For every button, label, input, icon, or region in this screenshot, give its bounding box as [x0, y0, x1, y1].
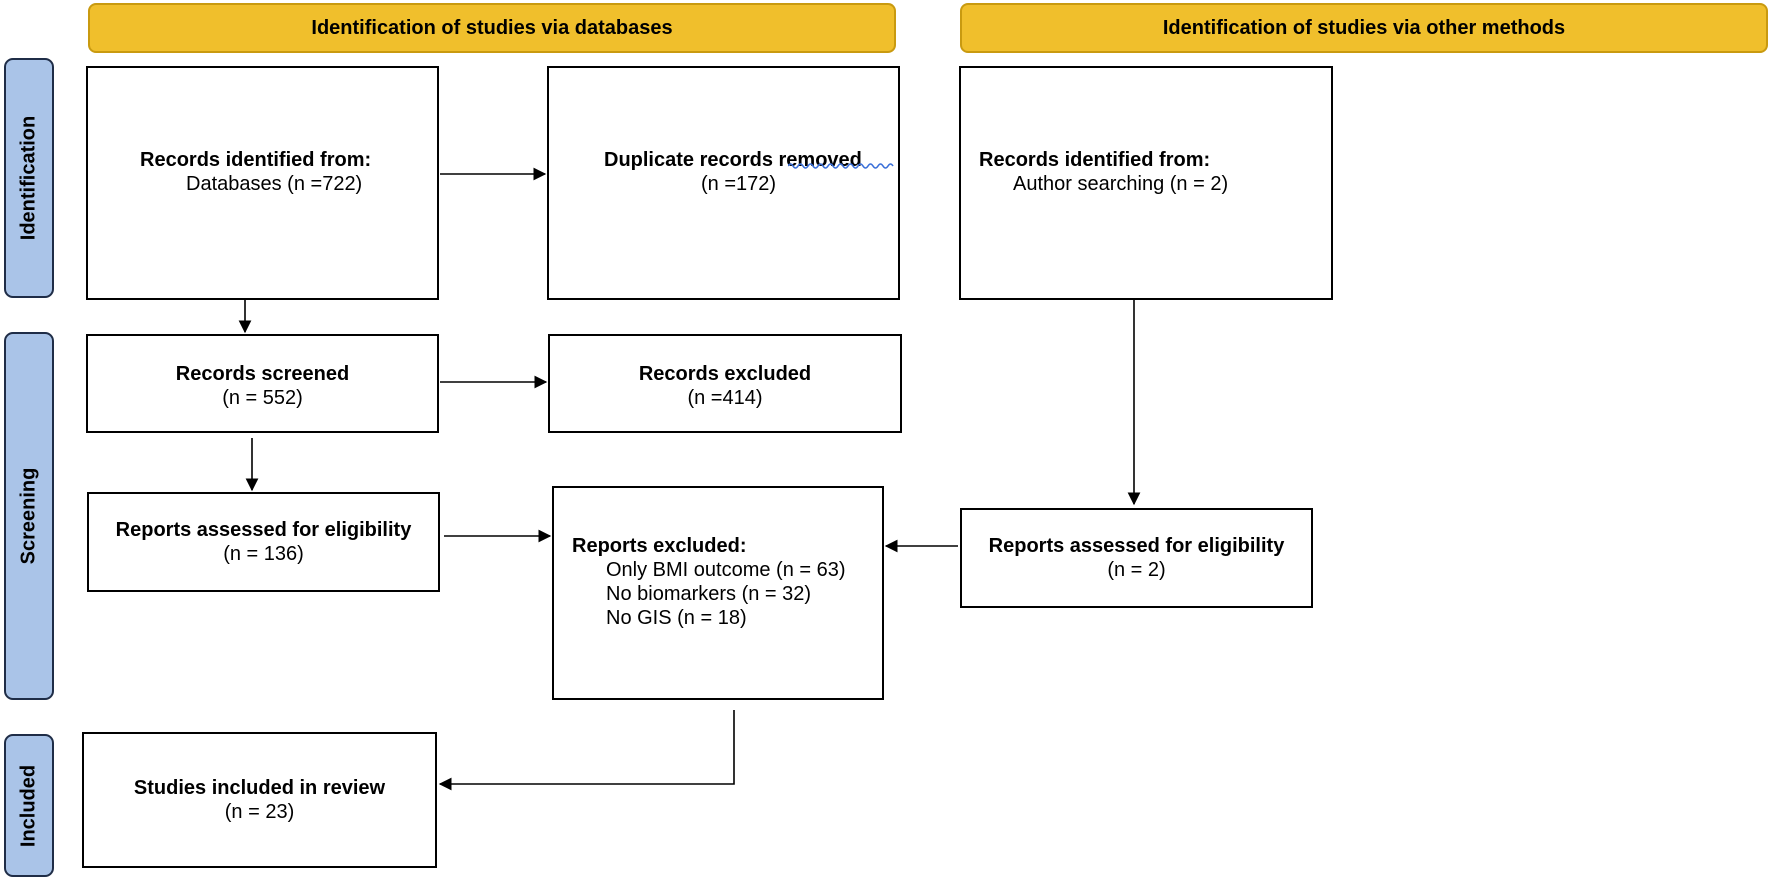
box-duplicates-removed: Duplicate records removed (n =172): [547, 66, 900, 300]
records-screened-title: Records screened: [175, 363, 350, 385]
other-identified-detail: Author searching (n = 2): [1013, 173, 1229, 195]
box-reports-excluded: Reports excluded: Only BMI outcome (n = …: [552, 486, 884, 700]
header-other-label: Identification of studies via other meth…: [1162, 16, 1566, 39]
phase-screening: Screening: [4, 332, 54, 700]
header-databases-label: Identification of studies via databases: [311, 16, 673, 39]
arrow-excluded-to-included: [438, 710, 735, 791]
exclusion-reason: No GIS (n = 18): [606, 607, 747, 629]
studies-included-detail: (n = 23): [224, 801, 295, 823]
spellcheck-squiggle: [788, 163, 894, 169]
other-assessed-title: Reports assessed for eligibility: [988, 535, 1285, 557]
records-excluded-detail: (n =414): [687, 387, 763, 409]
exclusion-reason: No biomarkers (n = 32): [606, 583, 812, 605]
phase-identification: Identification: [4, 58, 54, 298]
studies-included-title: Studies included in review: [133, 777, 386, 799]
reports-excluded-title: Reports excluded:: [572, 535, 747, 557]
reports-assessed-title: Reports assessed for eligibility: [115, 519, 412, 541]
records-screened-detail: (n = 552): [222, 387, 303, 409]
box-records-identified: Records identified from: Databases (n =7…: [86, 66, 439, 300]
box-records-screened: Records screened (n = 552): [86, 334, 439, 433]
box-other-identified: Records identified from: Author searchin…: [959, 66, 1333, 300]
box-reports-assessed: Reports assessed for eligibility (n = 13…: [87, 492, 440, 592]
box-records-excluded: Records excluded (n =414): [548, 334, 902, 433]
header-other-methods: Identification of studies via other meth…: [960, 3, 1768, 53]
box-studies-included: Studies included in review (n = 23): [82, 732, 437, 868]
phase-included: Included: [4, 734, 54, 877]
records-identified-detail: Databases (n =722): [186, 173, 363, 195]
records-excluded-title: Records excluded: [638, 363, 812, 385]
reports-assessed-detail: (n = 136): [223, 543, 304, 565]
other-assessed-detail: (n = 2): [1107, 559, 1166, 581]
exclusion-reason: Only BMI outcome (n = 63): [606, 559, 846, 581]
box-other-assessed: Reports assessed for eligibility (n = 2): [960, 508, 1313, 608]
header-databases: Identification of studies via databases: [88, 3, 896, 53]
records-identified-title: Records identified from:: [140, 149, 372, 171]
other-identified-title: Records identified from:: [979, 149, 1211, 171]
duplicates-removed-detail: (n =172): [701, 173, 777, 195]
